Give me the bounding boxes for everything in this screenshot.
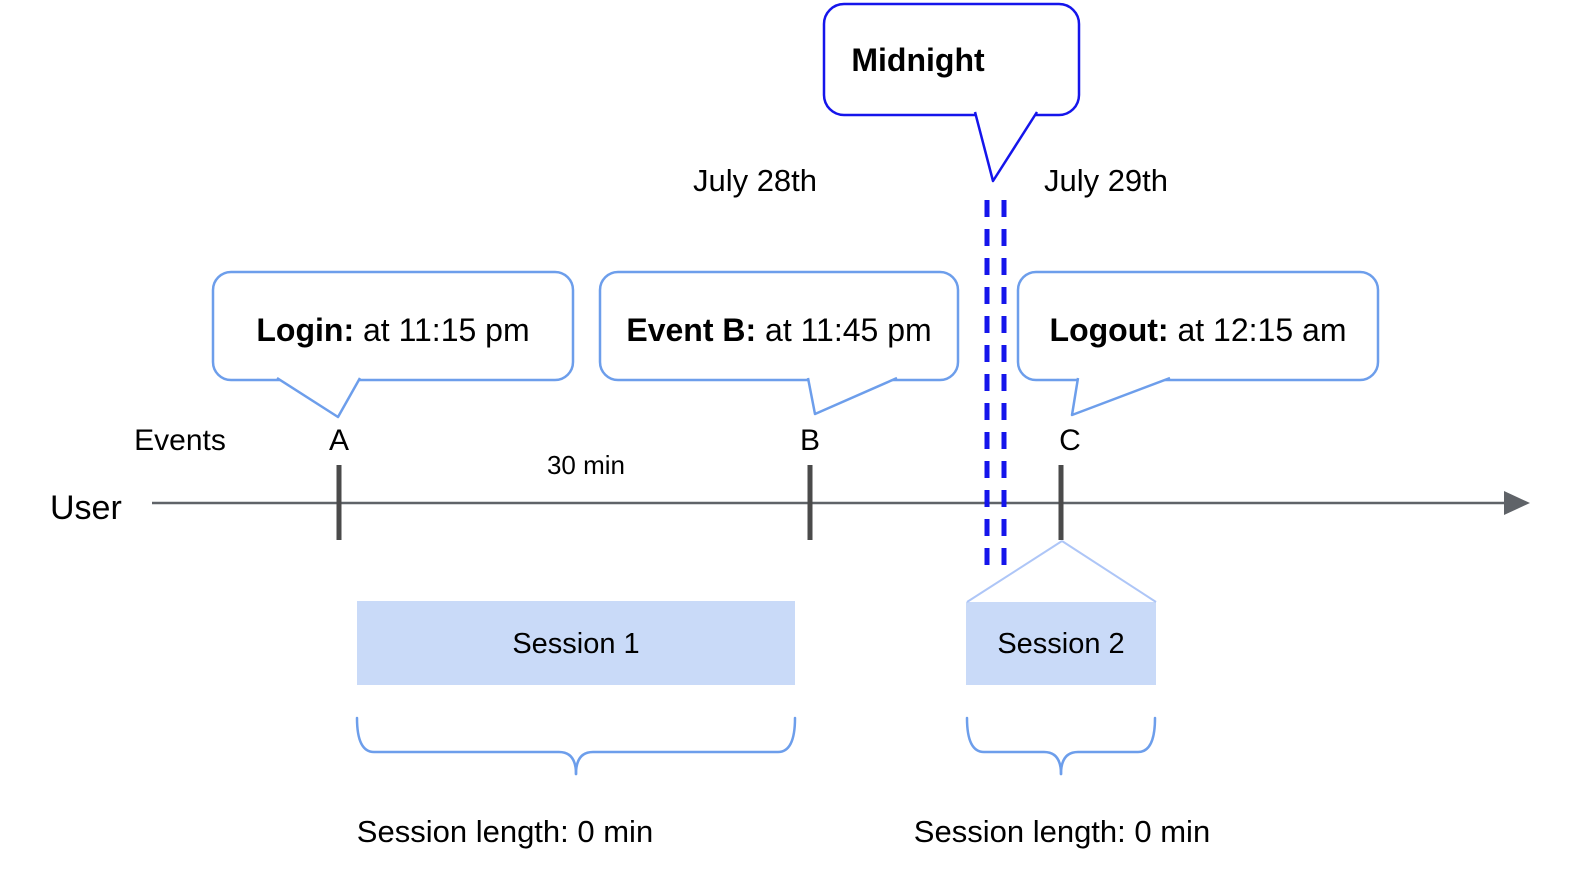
- interval-label: 30 min: [547, 450, 625, 480]
- login-callout-time: at 11:15 pm: [354, 312, 530, 348]
- connector-line-left: [966, 540, 1063, 603]
- session-2-connector: [966, 540, 1157, 603]
- login-callout-bubble: [211, 270, 575, 382]
- event-b-callout-tail: [806, 376, 898, 416]
- date-label-july-29: July 29th: [1044, 163, 1168, 198]
- axis-labels: Events A B C 30 min User: [50, 424, 1081, 527]
- logout-callout-bubble: [1016, 270, 1380, 382]
- event-b-callout-label: Event B:: [626, 312, 756, 348]
- login-callout-tail: [276, 376, 362, 419]
- event-marker-b: B: [800, 424, 820, 457]
- event-marker-c: C: [1059, 424, 1081, 457]
- login-callout-label: Login:: [256, 312, 354, 348]
- midnight-callout-label: Midnight: [851, 42, 985, 78]
- session-2-bar: [966, 602, 1156, 685]
- event-b-callout-time: at 11:45 pm: [756, 312, 932, 348]
- arrowhead-icon: [1504, 491, 1530, 515]
- midnight-callout-bubble: [822, 2, 1081, 117]
- midnight-callout-tail: [973, 111, 1039, 183]
- session-2-brace-left: [965, 716, 1063, 776]
- session-1-brace-right: [574, 716, 797, 776]
- session-length-labels: Session length: 0 min Session length: 0 …: [357, 814, 1210, 849]
- session-bars: [357, 601, 1156, 685]
- event-b-callout: Event B: at 11:45 pm: [598, 270, 960, 416]
- session-1-length-label: Session length: 0 min: [357, 814, 653, 849]
- session-1-label: Session 1: [512, 628, 639, 660]
- logout-callout-label: Logout:: [1050, 312, 1169, 348]
- login-callout-text: Login: at 11:15 pm: [256, 312, 529, 348]
- event-b-callout-bubble: [598, 270, 960, 382]
- event-b-callout-text: Event B: at 11:45 pm: [626, 312, 931, 348]
- logout-callout: Logout: at 12:15 am: [1016, 270, 1380, 417]
- session-2-label: Session 2: [997, 628, 1124, 660]
- midnight-callout: Midnight: [822, 2, 1081, 183]
- logout-callout-tail: [1070, 376, 1171, 417]
- date-labels: July 28th July 29th: [693, 163, 1168, 198]
- date-label-july-28: July 28th: [693, 163, 817, 198]
- session-2-brace-right: [1059, 716, 1157, 776]
- login-callout: Login: at 11:15 pm: [211, 270, 575, 419]
- event-marker-a: A: [329, 424, 349, 457]
- events-label: Events: [134, 424, 226, 457]
- session-2-length-label: Session length: 0 min: [914, 814, 1210, 849]
- logout-callout-text: Logout: at 12:15 am: [1050, 312, 1347, 348]
- session-1-brace-left: [355, 716, 578, 776]
- session-1-bar: [357, 601, 795, 685]
- session-labels: Session 1 Session 2: [512, 628, 1124, 660]
- midnight-divider: [984, 200, 1007, 577]
- logout-callout-time: at 12:15 am: [1169, 312, 1347, 348]
- connector-line-right: [1061, 540, 1157, 603]
- timeline-axis: [152, 465, 1530, 540]
- user-label: User: [50, 489, 122, 527]
- session-braces: [355, 716, 1157, 776]
